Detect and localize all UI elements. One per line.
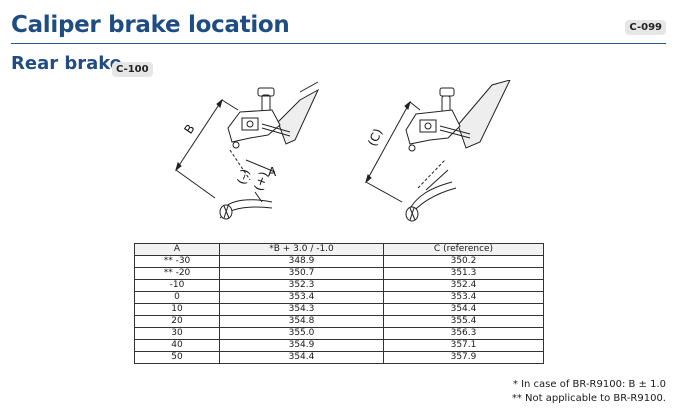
left-brake-diagram xyxy=(175,81,320,220)
header-a: A xyxy=(134,243,220,256)
cell-c: 350.2 xyxy=(383,255,544,268)
left-a-label: A xyxy=(268,165,277,179)
left-caliper xyxy=(227,87,291,149)
cell-a: 40 xyxy=(134,339,220,352)
left-dimension-b xyxy=(175,98,239,199)
footnotes: * In case of BR-R9100: B ± 1.0 ** Not ap… xyxy=(512,378,666,406)
table-row: ** -20 350.7 351.3 xyxy=(134,267,544,280)
table-row: ** -30 348.9 350.2 xyxy=(134,255,544,268)
right-rim xyxy=(405,181,457,222)
left-frame-tube xyxy=(277,88,320,145)
cell-c: 354.4 xyxy=(383,303,544,316)
section-code-badge: C-100 xyxy=(112,62,153,77)
cell-b: 352.3 xyxy=(219,279,384,292)
cell-a: -10 xyxy=(134,279,220,292)
footnote-b-tolerance: * In case of BR-R9100: B ± 1.0 xyxy=(512,379,666,390)
cell-a: 0 xyxy=(134,291,220,304)
cell-a: 50 xyxy=(134,351,220,364)
header-b: *B + 3.0 / -1.0 xyxy=(219,243,384,256)
table-row: 0 353.4 353.4 xyxy=(134,291,544,304)
cell-b: 350.7 xyxy=(219,267,384,280)
cell-c: 357.9 xyxy=(383,351,544,364)
left-minus-label: (–) xyxy=(234,167,252,186)
cell-a: ** -20 xyxy=(134,267,220,280)
right-frame-tube xyxy=(457,80,511,149)
brake-diagrams: B A (–) (+) (C) xyxy=(175,80,511,222)
table-row: 50 354.4 357.9 xyxy=(134,351,544,364)
right-dimension-c xyxy=(365,100,421,203)
table-row: 20 354.8 355.4 xyxy=(134,315,544,328)
cell-a: 30 xyxy=(134,327,220,340)
cell-c: 357.1 xyxy=(383,339,544,352)
table-row: 40 354.9 357.1 xyxy=(134,339,544,352)
cell-b: 348.9 xyxy=(219,255,384,268)
cell-a: ** -30 xyxy=(134,255,220,268)
cell-a: 20 xyxy=(134,315,220,328)
cell-b: 354.3 xyxy=(219,303,384,316)
table-row: -10 352.3 352.4 xyxy=(134,279,544,292)
cell-c: 351.3 xyxy=(383,267,544,280)
table-header-row: A *B + 3.0 / -1.0 C (reference) xyxy=(134,243,544,256)
cell-c: 356.3 xyxy=(383,327,544,340)
right-brake-diagram xyxy=(365,80,511,222)
page-title: Caliper brake location xyxy=(11,12,290,38)
section-title: Rear brake xyxy=(11,53,122,74)
footnote-not-applicable: ** Not applicable to BR-R9100. xyxy=(511,393,666,404)
cell-c: 353.4 xyxy=(383,291,544,304)
header-c: C (reference) xyxy=(383,243,544,256)
left-plus-label: (+) xyxy=(251,170,271,193)
cell-c: 352.4 xyxy=(383,279,544,292)
left-dimension-a xyxy=(245,159,276,173)
cell-c: 355.4 xyxy=(383,315,544,328)
left-b-label: B xyxy=(181,122,197,137)
table-row: 30 355.0 356.3 xyxy=(134,327,544,340)
cell-b: 354.4 xyxy=(219,351,384,364)
right-c-label: (C) xyxy=(365,126,385,148)
title-divider xyxy=(11,43,666,44)
cell-a: 10 xyxy=(134,303,220,316)
right-caliper xyxy=(405,87,471,152)
brake-location-table: A *B + 3.0 / -1.0 C (reference) ** -30 3… xyxy=(134,243,544,364)
page-code-badge: C-099 xyxy=(625,20,666,35)
cell-b: 354.9 xyxy=(219,339,384,352)
left-rim xyxy=(219,191,273,220)
cell-b: 354.8 xyxy=(219,315,384,328)
table-row: 10 354.3 354.4 xyxy=(134,303,544,316)
cell-b: 355.0 xyxy=(219,327,384,340)
cell-b: 353.4 xyxy=(219,291,384,304)
